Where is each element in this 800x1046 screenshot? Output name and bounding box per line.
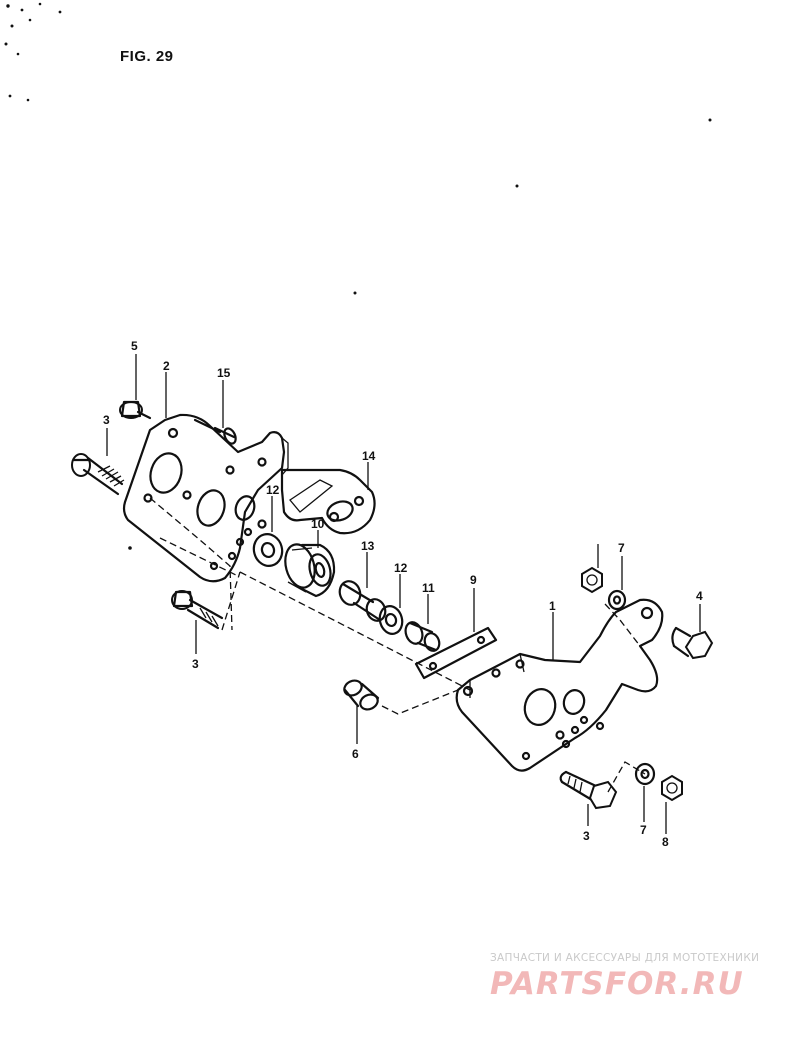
callout-3-lower: 3 bbox=[192, 657, 199, 671]
collar-6 bbox=[343, 679, 380, 711]
bolt-4 bbox=[671, 626, 714, 660]
callout-15: 15 bbox=[217, 366, 231, 380]
bushing-10 bbox=[284, 543, 336, 598]
callout-3-upper: 3 bbox=[103, 413, 110, 427]
callout-1: 1 bbox=[549, 599, 556, 613]
callout-9: 9 bbox=[470, 573, 477, 587]
callout-4: 4 bbox=[696, 589, 703, 603]
plate-9 bbox=[414, 626, 498, 680]
washer-12-left bbox=[252, 533, 284, 567]
bolt-3-right bbox=[559, 770, 618, 810]
callout-12-right: 12 bbox=[394, 561, 408, 575]
watermark-tagline: ЗАПЧАСТИ И АКСЕССУАРЫ ДЛЯ МОТОТЕХНИКИ bbox=[490, 952, 760, 964]
callout-7-lower: 7 bbox=[640, 823, 647, 837]
bolt-3-upper bbox=[71, 453, 125, 496]
bolt-5 bbox=[119, 400, 152, 420]
bracket-plate-left bbox=[122, 413, 289, 583]
washer-12-right bbox=[378, 605, 404, 635]
callout-2: 2 bbox=[163, 359, 170, 373]
bolt-3-lower bbox=[171, 590, 224, 630]
nut-8 bbox=[661, 774, 683, 802]
arm-link bbox=[280, 468, 376, 535]
callout-5: 5 bbox=[131, 339, 138, 353]
watermark-logo: PARTSFOR.RU bbox=[490, 966, 744, 1002]
callout-14: 14 bbox=[362, 449, 376, 463]
callout-10: 10 bbox=[311, 517, 325, 531]
washer-7-upper bbox=[607, 589, 627, 611]
nut-upper bbox=[581, 566, 603, 594]
callout-3-right: 3 bbox=[583, 829, 590, 843]
callout-6: 6 bbox=[352, 747, 359, 761]
callout-12-left: 12 bbox=[266, 483, 280, 497]
washer-7-lower bbox=[634, 762, 656, 786]
assembly-lines bbox=[149, 497, 646, 793]
callout-8: 8 bbox=[662, 835, 669, 849]
callout-11: 11 bbox=[422, 581, 435, 595]
callout-7-upper: 7 bbox=[618, 541, 625, 555]
callout-13: 13 bbox=[361, 539, 375, 553]
pin-15 bbox=[193, 418, 237, 445]
scan-noise bbox=[4, 2, 712, 550]
figure-title: FIG. 29 bbox=[120, 48, 174, 65]
leader-lines bbox=[106, 354, 701, 834]
bracket-plate-right bbox=[455, 598, 664, 772]
sleeve-11 bbox=[404, 621, 441, 652]
